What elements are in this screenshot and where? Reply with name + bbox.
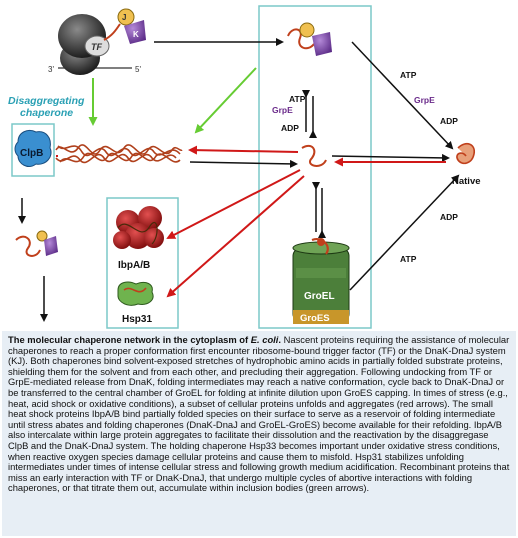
disaggregating-label: Disaggregating [8, 95, 85, 107]
k-label: K [133, 30, 139, 39]
clpb-panel [11, 123, 55, 177]
folding-intermediate [301, 144, 327, 167]
clpb-released-intermediate [15, 230, 58, 257]
red-arrow-aggregate-to-intermediate [189, 159, 298, 168]
adp-center: ADP [281, 123, 299, 133]
groes-label: GroES [300, 313, 330, 324]
grpe-top-right: GrpE [414, 95, 435, 105]
tf-label: TF [91, 42, 102, 52]
holding-chaperone-panel [106, 197, 179, 329]
green-arrow-center-to-aggregate [194, 67, 257, 134]
atp-center: ATP [289, 94, 306, 104]
clpb-label: ClpB [20, 148, 43, 159]
chaperone-label: chaperone [20, 107, 73, 119]
groel-groes-complex: GroEL GroES [292, 238, 350, 324]
red-arrow-to-hsp31 [166, 175, 305, 298]
atp-bottom-right: ATP [400, 254, 417, 264]
figure-caption: The molecular chaperone network in the c… [2, 331, 516, 536]
native-label: Native [452, 176, 481, 187]
j-label: J [122, 13, 126, 22]
hsp31-label: Hsp31 [122, 314, 152, 325]
red-arrow-to-aggregate [188, 145, 299, 155]
arrow-groel-to-native [349, 174, 460, 291]
caption-title: The molecular chaperone network in the c… [8, 334, 251, 345]
atp-top-right: ATP [400, 70, 417, 80]
red-arrow-to-ibpab [166, 169, 301, 239]
ibpab-label: IbpA/B [118, 260, 150, 271]
dnak-bound-intermediate [287, 22, 332, 56]
hsp31-chaperone: Hsp31 [117, 281, 154, 325]
mrna-3prime: 3' [48, 65, 54, 74]
chaperone-network-diagram: TF J K 3' 5' Disaggregating chaperone Cl… [8, 5, 481, 329]
caption-title-end: . [278, 334, 281, 345]
adp-bottom-right: ADP [440, 212, 458, 222]
caption-body: Nascent proteins requiring the assistanc… [8, 334, 510, 494]
clpb-chaperone: ClpB [14, 129, 52, 167]
protein-aggregate [55, 144, 183, 164]
arrow-intermediate-to-native [331, 153, 450, 162]
groel-label: GroEL [304, 291, 335, 302]
central-panel [258, 5, 372, 329]
ribosome: TF J K 3' 5' [48, 8, 146, 75]
arrow-dnak-to-native [351, 41, 454, 150]
ibpab-chaperone: IbpA/B [113, 206, 164, 271]
mrna-5prime: 5' [135, 65, 141, 74]
adp-top-right: ADP [440, 116, 458, 126]
native-protein: Native [452, 142, 481, 187]
caption-title-italic: E. coli [250, 334, 279, 345]
grpe-center: GrpE [272, 105, 293, 115]
